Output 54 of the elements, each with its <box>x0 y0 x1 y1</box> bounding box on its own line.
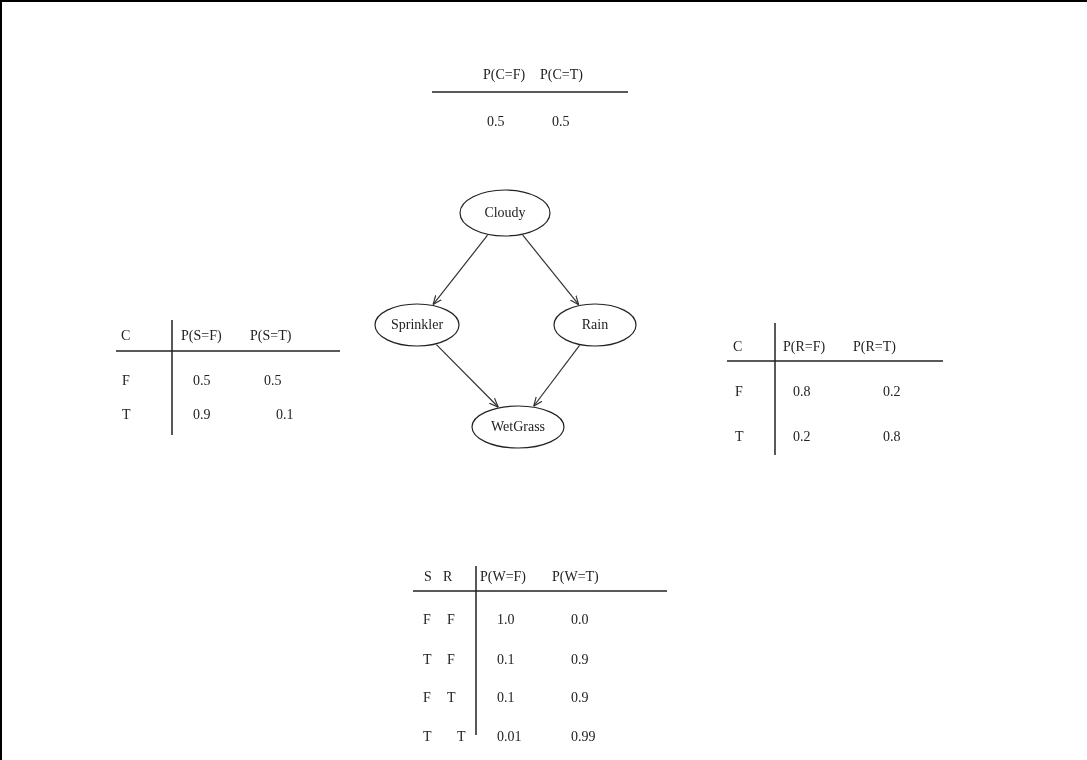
table-cell-text: T <box>735 428 744 446</box>
table-cell-text: T <box>447 689 456 707</box>
table-cell-text: P(R=F) <box>783 338 826 356</box>
table-cell-text: P(C=T) <box>540 66 583 84</box>
table-cell-text: F <box>423 689 431 707</box>
table-cell-text: P(S=T) <box>250 327 292 345</box>
table-cell-text: F <box>735 383 743 401</box>
arrow <box>432 234 489 306</box>
table-cell-text: T <box>122 406 131 424</box>
table-cell-text: 0.8 <box>793 383 811 401</box>
node-label: Sprinkler <box>390 317 444 333</box>
ellipse-node <box>374 303 460 347</box>
table-cell-text: P(S=F) <box>181 327 222 345</box>
table-cell-text: P(C=F) <box>483 66 526 84</box>
table-cell-text: T <box>423 651 432 669</box>
table-cell-text: 0.9 <box>571 689 589 707</box>
table-cell-text: 0.0 <box>571 611 589 629</box>
table-cell-text: C <box>733 338 743 356</box>
table-cell-text: F <box>447 611 455 629</box>
table-cell-text: F <box>423 611 431 629</box>
table-cell-text: P(R=T) <box>853 338 896 356</box>
table-cell-text: T <box>423 728 432 746</box>
arrow <box>435 344 499 408</box>
ellipse-node <box>471 405 565 449</box>
table-cell-text: 0.5 <box>193 372 211 390</box>
table-cell-text: 0.99 <box>571 728 596 746</box>
table-cell-text: 0.5 <box>264 372 282 390</box>
table-cell-text: 0.8 <box>883 428 901 446</box>
table-cell-text: 0.9 <box>571 651 589 669</box>
table-cell-text: 0.1 <box>497 689 515 707</box>
table-cell-text: F <box>122 372 130 390</box>
arrow <box>533 344 581 407</box>
table-cell-text: 0.01 <box>497 728 522 746</box>
node-label: WetGrass <box>490 419 546 435</box>
table-cell-text: S <box>424 568 432 586</box>
table-cell-text: P(W=F) <box>480 568 526 586</box>
table-cell-text: 0.2 <box>793 428 811 446</box>
table-cell-text: 0.5 <box>552 113 570 131</box>
table-cell-text: P(W=T) <box>552 568 599 586</box>
table-cell-text: 0.9 <box>193 406 211 424</box>
node-label: Cloudy <box>484 205 526 221</box>
table-cell-text: 1.0 <box>497 611 515 629</box>
table-cell-text: T <box>457 728 466 746</box>
table-cell-text: F <box>447 651 455 669</box>
ellipse-node <box>553 303 637 347</box>
table-cell-text: R <box>443 568 453 586</box>
ellipse-node <box>459 189 551 237</box>
table-cell-text: 0.2 <box>883 383 901 401</box>
table-cell-text: C <box>121 327 131 345</box>
table-cell-text: 0.1 <box>497 651 515 669</box>
table-cell-text: 0.5 <box>487 113 505 131</box>
node-label: Rain <box>581 317 609 333</box>
arrow <box>522 234 580 306</box>
table-cell-text: 0.1 <box>276 406 294 424</box>
